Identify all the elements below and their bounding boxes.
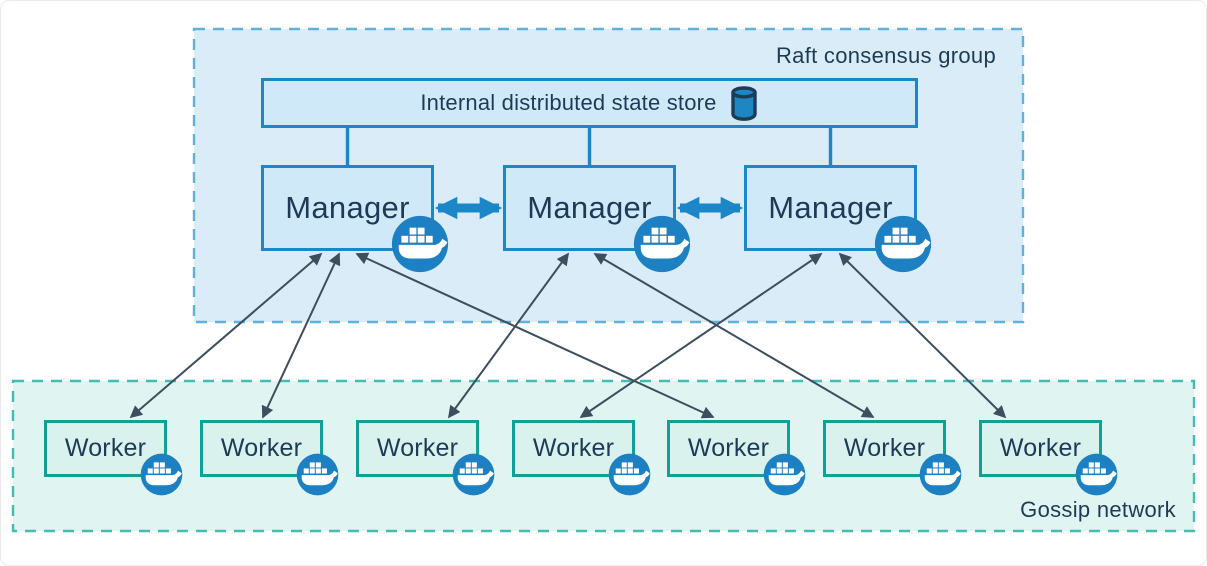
worker-node: Worker — [356, 420, 479, 477]
docker-whale-icon — [452, 453, 495, 496]
worker-label: Worker — [376, 434, 459, 462]
worker-label: Worker — [843, 434, 926, 462]
worker-node: Worker — [667, 420, 790, 477]
worker-label: Worker — [532, 434, 615, 462]
database-cylinder-icon — [730, 85, 757, 121]
docker-whale-icon — [1075, 453, 1118, 496]
gossip-network-label: Gossip network — [1020, 497, 1176, 522]
worker-node: Worker — [200, 420, 323, 477]
worker-label: Worker — [999, 434, 1082, 462]
manager-label: Manager — [768, 190, 893, 225]
manager-node: Manager — [261, 165, 434, 251]
manager-label: Manager — [527, 190, 652, 225]
manager-label: Manager — [285, 190, 410, 225]
docker-whale-icon — [608, 453, 651, 496]
worker-label: Worker — [220, 434, 303, 462]
worker-label: Worker — [687, 434, 770, 462]
state-store-label: Internal distributed state store — [420, 90, 717, 115]
state-store-node: Internal distributed state store — [261, 78, 918, 128]
worker-label: Worker — [64, 434, 147, 462]
docker-whale-icon — [874, 215, 932, 273]
docker-whale-icon — [391, 215, 449, 273]
manager-node: Manager — [744, 165, 917, 251]
worker-node: Worker — [979, 420, 1102, 477]
docker-whale-icon — [140, 453, 183, 496]
worker-node: Worker — [512, 420, 635, 477]
worker-node: Worker — [823, 420, 946, 477]
docker-whale-icon — [633, 215, 691, 273]
docker-whale-icon — [296, 453, 339, 496]
docker-whale-icon — [763, 453, 806, 496]
docker-whale-icon — [919, 453, 962, 496]
raft-group-label: Raft consensus group — [775, 43, 996, 68]
worker-node: Worker — [44, 420, 167, 477]
manager-node: Manager — [503, 165, 676, 251]
